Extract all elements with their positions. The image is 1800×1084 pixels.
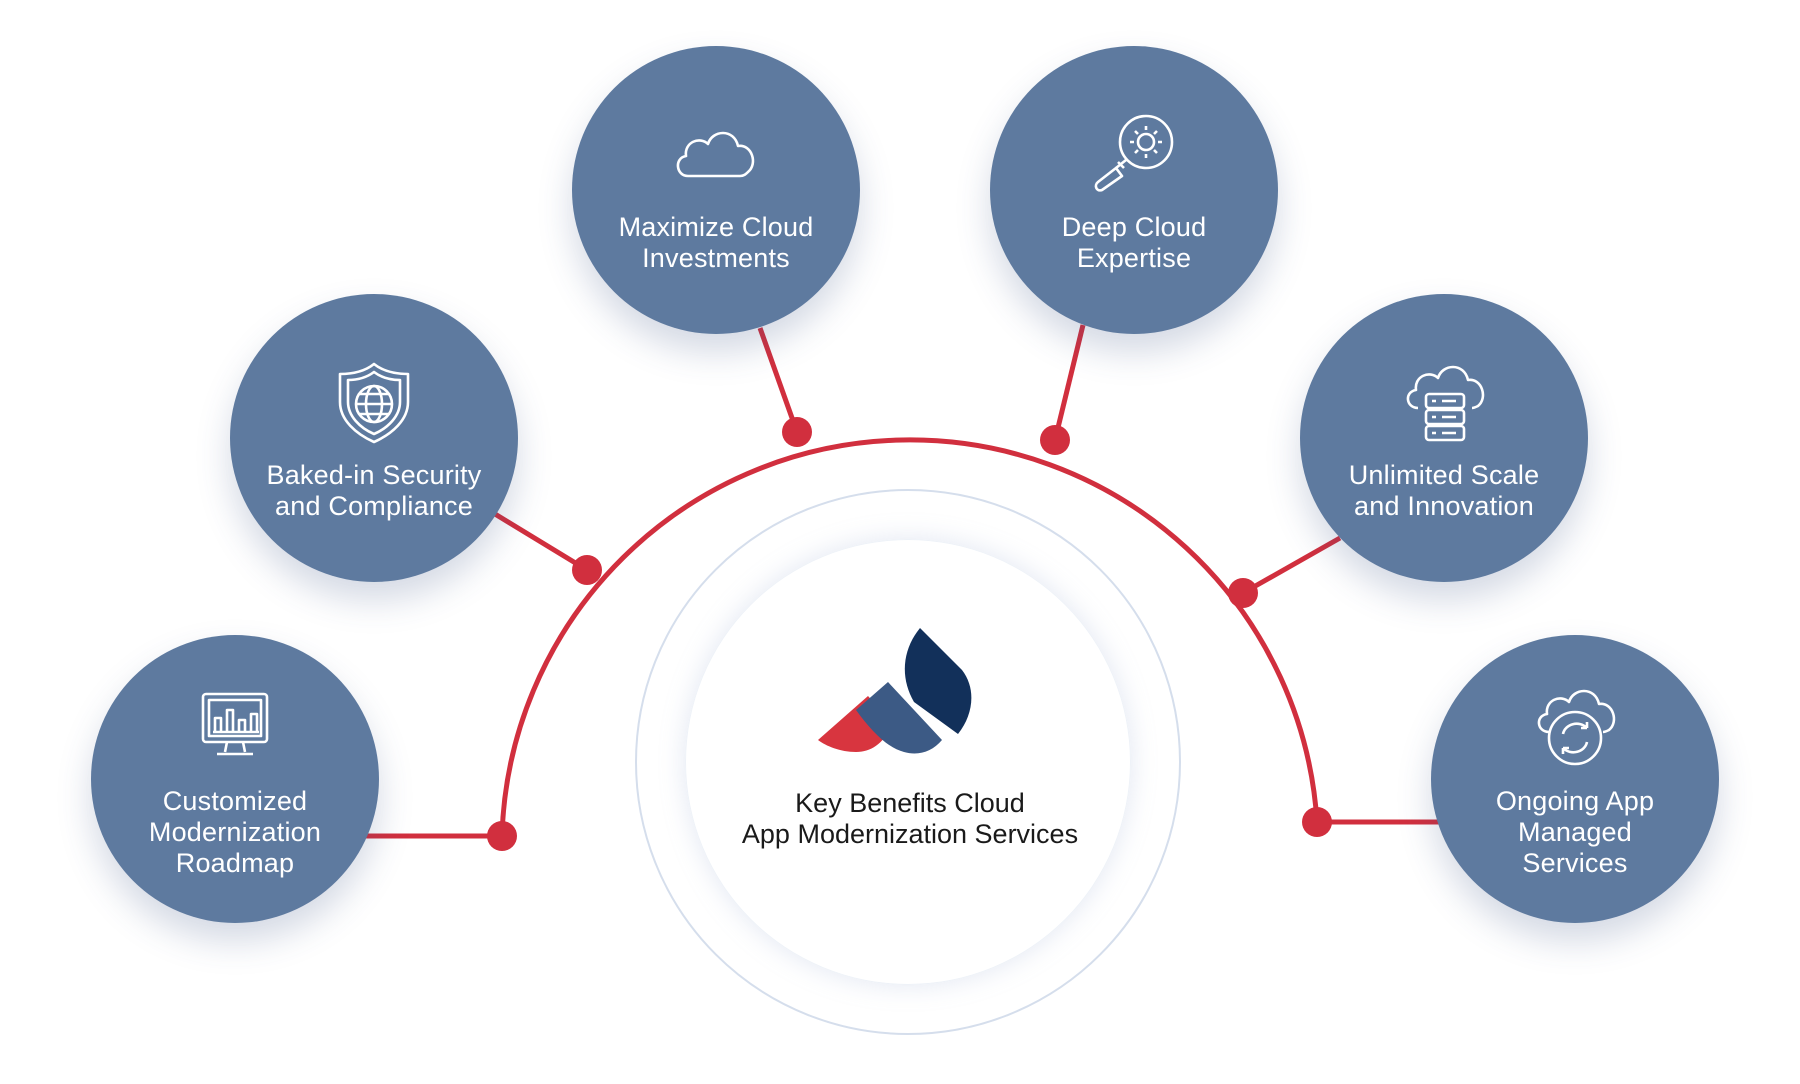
connector-line-scale [1241,535,1342,596]
monitor-chart-icon [187,680,283,776]
benefit-node-roadmap: Customized Modernization Roadmap [91,635,379,923]
cloud-server-icon [1396,354,1492,450]
connector-dot-roadmap [487,821,517,851]
connector-dot-scale [1228,578,1258,608]
logo-dark-petal [904,628,972,734]
connector-arc [499,437,1320,837]
benefit-node-investments: Maximize Cloud Investments [572,46,860,334]
connector-line-expertise [1052,324,1086,441]
benefit-label: Customized Modernization Roadmap [148,785,322,878]
benefit-node-managed: Ongoing App Managed Services [1431,635,1719,923]
benefit-node-scale: Unlimited Scale and Innovation [1300,294,1588,582]
connector-line-security [493,511,589,573]
shield-globe-icon [326,354,422,450]
benefit-label: Baked-in Security and Compliance [266,460,482,521]
benefit-label: Ongoing App Managed Services [1495,785,1655,878]
benefit-node-expertise: Deep Cloud Expertise [990,46,1278,334]
cloud-icon [668,106,764,202]
benefit-label: Unlimited Scale and Innovation [1348,460,1540,521]
connector-dot-security [572,555,602,585]
center-inner-circle [685,539,1131,985]
connector-dot-expertise [1040,425,1070,455]
connector-dot-investments [782,417,812,447]
benefit-label: Maximize Cloud Investments [618,212,814,273]
logo-mid-petal [856,682,942,754]
connector-line-investments [757,327,800,433]
magnifier-gear-icon [1086,106,1182,202]
benefit-node-security: Baked-in Security and Compliance [230,294,518,582]
connector-dot-managed [1302,807,1332,837]
center-title: Key Benefits Cloud App Modernization Ser… [741,788,1079,849]
brand-logo [818,628,972,754]
benefit-label: Deep Cloud Expertise [1061,212,1207,273]
cloud-refresh-icon [1527,680,1623,776]
